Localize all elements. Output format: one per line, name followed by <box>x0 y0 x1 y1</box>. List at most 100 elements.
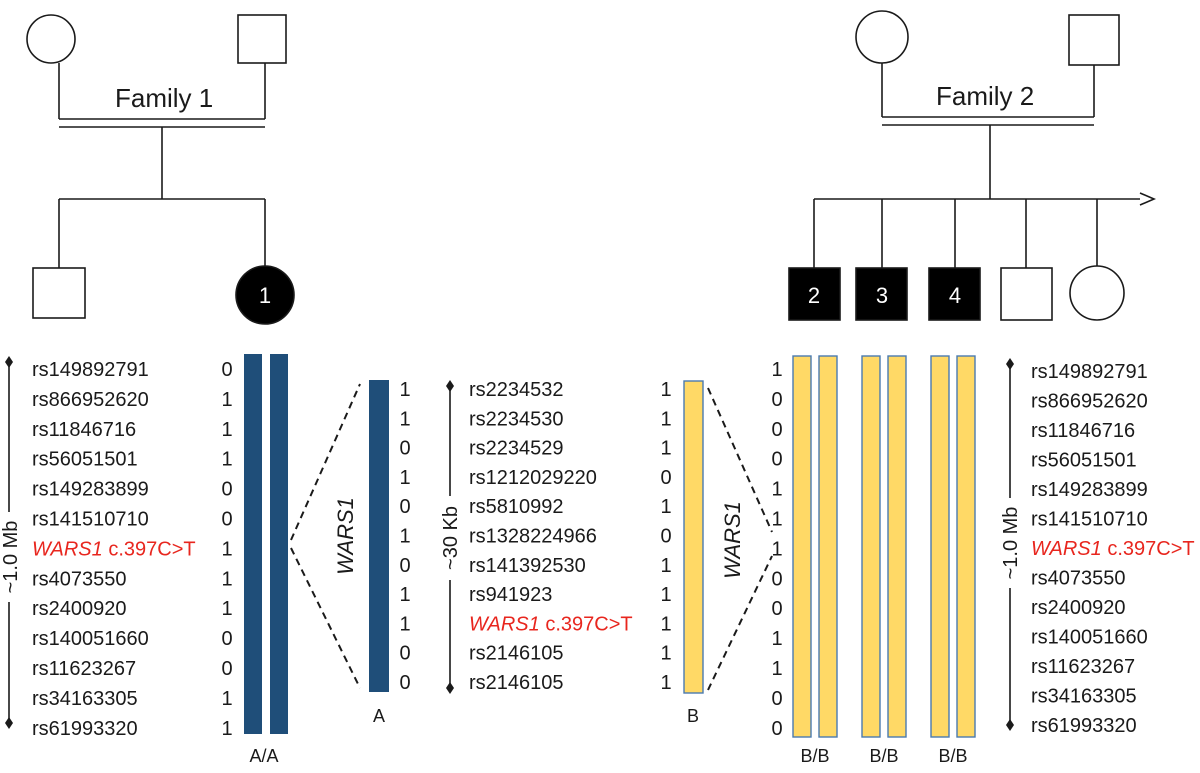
allele-value: 0 <box>399 555 410 577</box>
allele-value: 1 <box>771 359 782 381</box>
allele-value: 0 <box>660 526 671 548</box>
zoom-marker-list: rs2234532 rs2234530 rs2234529 rs1212029220 r… <box>469 379 633 694</box>
family2-zoom-haplotype-bar <box>683 380 704 694</box>
marker-label: rs941923 <box>469 584 552 606</box>
family2-haplotype-bars <box>792 355 976 738</box>
marker-label: rs4073550 <box>32 568 127 590</box>
zoom-span-label: ~30 Kb <box>440 506 462 570</box>
allele-value: 1 <box>660 496 671 518</box>
family2-span-top-diamond-icon <box>1006 358 1014 370</box>
family2-genotype-label-4: B/B <box>938 746 967 766</box>
allele-value: 0 <box>399 672 410 694</box>
zoom-span-bottom-diamond-icon <box>446 682 454 694</box>
allele-value: 1 <box>771 628 782 650</box>
marker-label: WARS1 c.397C>T <box>1031 538 1195 560</box>
marker-label: rs866952620 <box>32 389 149 411</box>
allele-value: 1 <box>399 526 410 548</box>
allele-value: 1 <box>221 718 232 740</box>
marker-label: rs5810992 <box>469 496 564 518</box>
marker-label: rs140051660 <box>1031 627 1148 649</box>
allele-value: 0 <box>221 628 232 650</box>
allele-value: 1 <box>221 538 232 560</box>
allele-value: 0 <box>399 496 410 518</box>
family2-genotype-label-2: B/B <box>800 746 829 766</box>
allele-value: 0 <box>771 688 782 710</box>
family2-affected-son-4-symbol <box>928 267 981 321</box>
family2-affected-number-2: 2 <box>808 283 820 308</box>
marker-label: rs2234532 <box>469 379 564 401</box>
allele-value: 1 <box>221 389 232 411</box>
allele-value: 0 <box>771 449 782 471</box>
allele-value: 0 <box>221 509 232 531</box>
allele-value: 1 <box>221 688 232 710</box>
family2-span-bottom-diamond-icon <box>1006 719 1014 731</box>
marker-label: rs4073550 <box>1031 568 1126 590</box>
family2-patient4-haplotype-bar-2 <box>956 355 976 738</box>
marker-label: rs11846716 <box>32 419 136 441</box>
family1-span-label: ~1.0 Mb <box>0 521 22 594</box>
zoom-span-top-diamond-icon <box>446 380 454 392</box>
allele-value: 1 <box>660 584 671 606</box>
family2-pedigree <box>788 10 1140 321</box>
marker-label: rs2234530 <box>469 408 564 430</box>
allele-value: 0 <box>660 467 671 489</box>
marker-label: WARS1 c.397C>T <box>469 613 633 635</box>
family1-affected-daughter-symbol <box>235 265 295 325</box>
allele-value: 1 <box>660 672 671 694</box>
allele-value: 1 <box>660 438 671 460</box>
family2-unaffected-daughter-symbol <box>1069 265 1125 321</box>
allele-value: 0 <box>771 568 782 590</box>
marker-label: rs2400920 <box>32 598 127 620</box>
allele-value: 1 <box>221 568 232 590</box>
allele-value: 0 <box>771 718 782 740</box>
family2-title: Family 2 <box>936 81 1034 111</box>
family2-patient2-haplotype-bar-2 <box>818 355 838 738</box>
allele-value: 0 <box>221 658 232 680</box>
marker-label: rs2234529 <box>469 438 564 460</box>
marker-label: rs2400920 <box>1031 597 1126 619</box>
allele-value: 1 <box>399 379 410 401</box>
family1-haplotype-bar-2 <box>270 354 288 734</box>
allele-value: 0 <box>221 359 232 381</box>
family2-father-symbol <box>1068 14 1120 66</box>
family1-zoom-haplotype-label: A <box>373 706 385 726</box>
family2-patient3-haplotype-bar-2 <box>887 355 907 738</box>
family1-title: Family 1 <box>115 83 213 113</box>
allele-value: 1 <box>399 613 410 635</box>
family2-gene-label: WARS1 <box>720 501 745 579</box>
family1-gene-label: WARS1 <box>333 497 358 575</box>
marker-label: rs2146105 <box>469 672 564 694</box>
family2-genotype-label-3: B/B <box>869 746 898 766</box>
family2-mother-symbol <box>855 10 909 64</box>
allele-value: 1 <box>771 509 782 531</box>
family2-unaffected-son-symbol <box>1000 267 1053 321</box>
family1-genotype-label: A/A <box>249 746 278 766</box>
allele-value: 1 <box>399 408 410 430</box>
marker-label: rs140051660 <box>32 628 149 650</box>
allele-value: 1 <box>660 408 671 430</box>
allele-value: 1 <box>771 658 782 680</box>
family2-patient4-haplotype-bar-1 <box>930 355 950 738</box>
family2-affected-number-3: 3 <box>876 283 888 308</box>
marker-label: rs1212029220 <box>469 467 597 489</box>
marker-label: rs149892791 <box>1031 361 1148 383</box>
family2-patient2-haplotype-bar-1 <box>792 355 812 738</box>
allele-value: 0 <box>771 389 782 411</box>
family2-zoom-line-top <box>707 387 773 533</box>
allele-value: 1 <box>221 419 232 441</box>
family1-zoom-haplotype-bar <box>369 380 389 692</box>
family1-zoom-line-top <box>290 383 361 541</box>
allele-value: 1 <box>771 538 782 560</box>
marker-label: rs149892791 <box>32 359 149 381</box>
marker-label: rs11846716 <box>1031 420 1135 442</box>
family1-span-bottom-diamond-icon <box>5 717 13 729</box>
marker-label: rs149283899 <box>32 479 149 501</box>
family2-patient3-haplotype-bar-1 <box>861 355 881 738</box>
marker-label: rs149283899 <box>1031 479 1148 501</box>
family2-span-label: ~1.0 Mb <box>1000 507 1022 580</box>
family2-zoom-line-bottom <box>707 555 773 691</box>
